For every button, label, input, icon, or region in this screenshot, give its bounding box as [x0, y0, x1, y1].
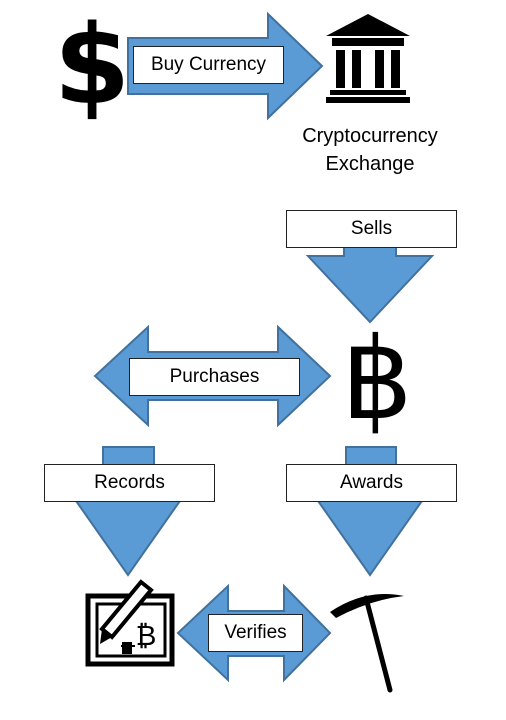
exchange-caption: Cryptocurrency Exchange	[282, 122, 458, 178]
sells-label: Sells	[286, 210, 457, 248]
bitcoin-glyph: ฿	[341, 315, 412, 445]
records-label: Records	[44, 464, 215, 502]
pickaxe-icon	[330, 594, 404, 693]
exchange-caption-line1: Cryptocurrency	[302, 125, 438, 147]
dollar-glyph: $	[54, 1, 131, 129]
bank-building-icon	[326, 14, 410, 103]
bitcoin-symbol-icon: ฿	[341, 315, 412, 445]
buy-currency-label: Buy Currency	[133, 46, 284, 84]
ledger-bitcoin-glyph: ₿	[136, 619, 157, 652]
awards-label: Awards	[286, 464, 457, 502]
verifies-label: Verifies	[208, 614, 303, 652]
purchases-label: Purchases	[129, 358, 300, 396]
exchange-caption-line2: Exchange	[325, 153, 415, 175]
dollar-sign-icon: $	[54, 1, 131, 129]
ledger-book-icon: ₿	[85, 579, 175, 667]
